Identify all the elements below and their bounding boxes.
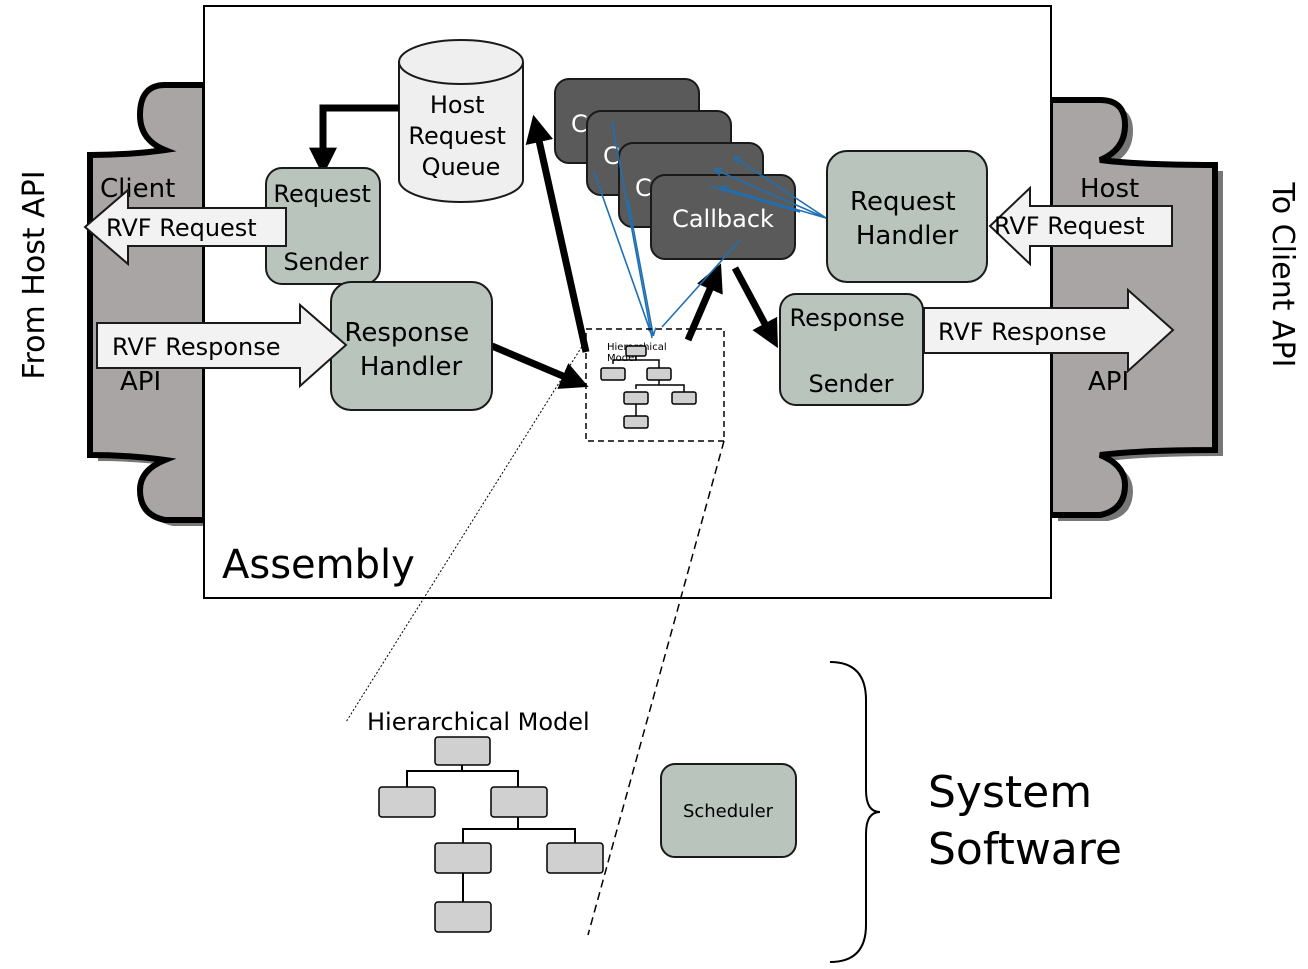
scheduler-label: Scheduler xyxy=(683,801,774,822)
queue-to-sender-arrow xyxy=(309,104,399,176)
model-to-callback-arrow xyxy=(684,263,723,342)
model-to-queue-arrow xyxy=(525,114,590,353)
right-connector-bottom-label: API xyxy=(1088,367,1129,397)
model-child-left xyxy=(378,786,436,818)
model-grandchild-left xyxy=(434,842,492,874)
left-rvf-response-arrow: RVF Response xyxy=(96,302,348,389)
mini-hierarchical-model: Hierarchical Model xyxy=(585,328,725,442)
model-child-right xyxy=(490,786,548,818)
left-side-label: From Host API xyxy=(17,170,52,379)
left-rvf-request-label: RVF Request xyxy=(106,214,257,242)
left-connector-top-label: Client xyxy=(100,174,175,204)
system-software-line-2: Software xyxy=(928,824,1122,875)
callback-to-sender-arrow xyxy=(731,266,778,349)
host-request-queue: Host Request Queue xyxy=(398,39,524,203)
callback-stack-label-3: C xyxy=(635,174,652,202)
callback-stack-label-1: C xyxy=(571,110,588,138)
request-sender-line-1: Request xyxy=(273,180,371,208)
callback-stack-label-2: C xyxy=(603,142,620,170)
queue-line-3: Queue xyxy=(422,153,501,181)
expanded-hierarchical-model: Hierarchical Model xyxy=(367,708,604,933)
scheduler-node: Scheduler xyxy=(660,763,797,858)
request-handler-line-2: Handler xyxy=(856,221,959,251)
right-side-label: To Client API xyxy=(1265,182,1300,368)
model-grandchild-right xyxy=(546,842,604,874)
left-connector-puzzle: Client API xyxy=(87,82,213,526)
queue-line-2: Request xyxy=(408,122,506,150)
svg-text:Request Sender: Request Sender xyxy=(273,180,378,276)
request-sender-line-2: Sender xyxy=(283,248,368,276)
blue-connection-lines xyxy=(593,121,827,339)
left-rvf-request-arrow: RVF Request xyxy=(83,187,287,267)
response-sender-node: Response Sender xyxy=(779,293,924,406)
hierarchical-model-title: Hierarchical Model xyxy=(367,708,590,736)
handler-to-model-arrow xyxy=(490,342,589,389)
mini-model-label-2: Model xyxy=(607,353,637,364)
right-rvf-request-arrow: RVF Request xyxy=(988,185,1173,267)
queue-line-1: Host xyxy=(430,91,485,119)
svg-text:Response Sender: Response Sender xyxy=(790,304,913,398)
response-handler-line-2: Handler xyxy=(360,352,463,382)
svg-text:Request Handler: Request Handler xyxy=(850,187,964,251)
response-handler-node: Response Handler xyxy=(330,281,493,411)
right-rvf-request-label: RVF Request xyxy=(994,212,1145,240)
request-handler-line-1: Request xyxy=(850,187,956,217)
request-handler-node: Request Handler xyxy=(826,150,988,283)
response-sender-line-1: Response xyxy=(790,304,905,332)
svg-text:Host Request Queue: Host Request Queue xyxy=(408,91,513,181)
right-rvf-response-label: RVF Response xyxy=(938,318,1106,346)
right-connector-top-label: Host xyxy=(1080,174,1139,204)
right-rvf-response-arrow: RVF Response xyxy=(923,287,1175,374)
response-sender-line-2: Sender xyxy=(808,370,893,398)
zoom-line-left xyxy=(345,339,587,723)
model-leaf xyxy=(434,901,492,933)
system-software-label: System Software xyxy=(928,767,1122,875)
model-root-node xyxy=(434,736,491,766)
system-software-brace xyxy=(829,661,881,963)
svg-text:Response Handler: Response Handler xyxy=(344,318,477,382)
assembly-label: Assembly xyxy=(222,542,415,588)
system-software-line-1: System xyxy=(928,767,1092,818)
zoom-line-right xyxy=(587,440,725,936)
response-handler-line-1: Response xyxy=(344,318,469,348)
left-rvf-response-label: RVF Response xyxy=(112,333,280,361)
left-connector-bottom-label: API xyxy=(120,367,161,397)
callback-label: Callback xyxy=(672,205,774,233)
